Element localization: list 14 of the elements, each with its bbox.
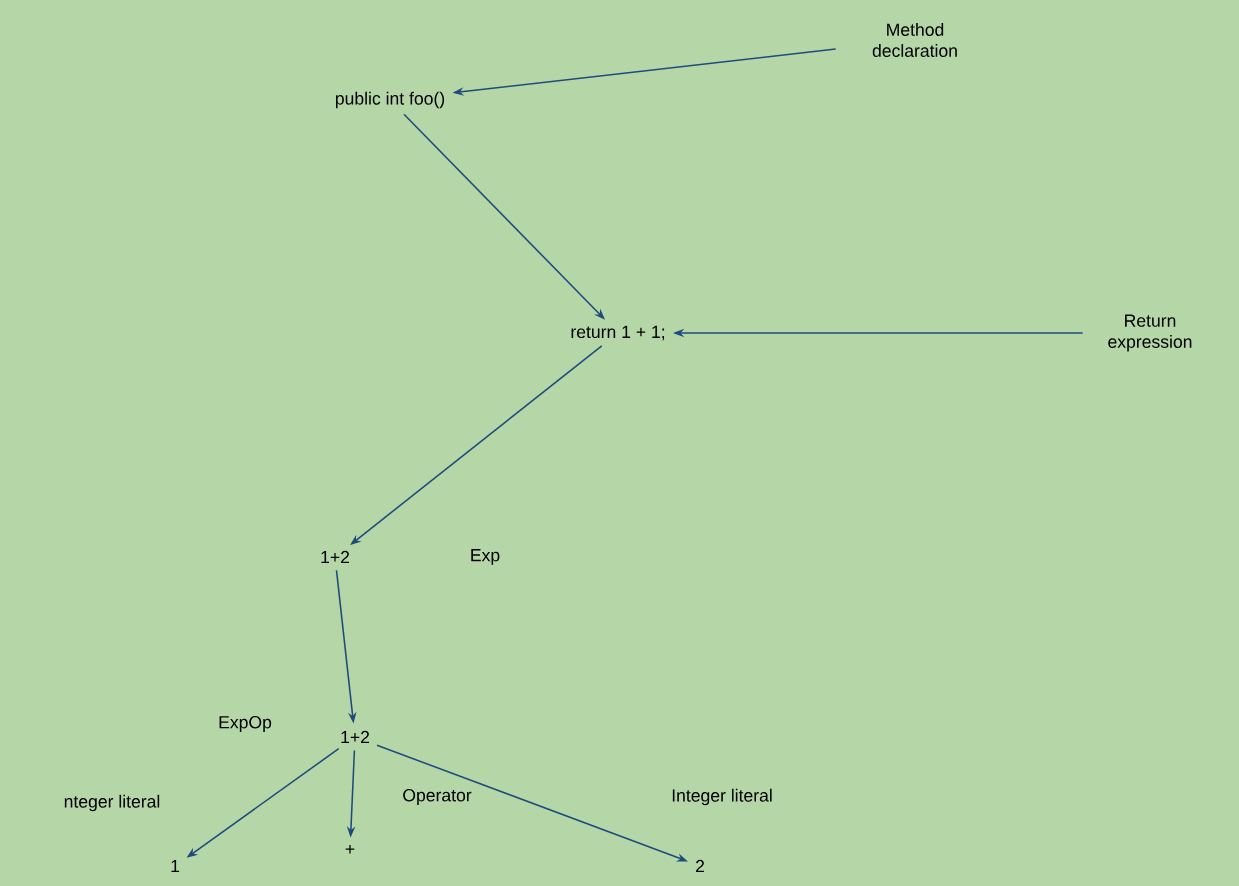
code-text: 1+2: [341, 730, 369, 744]
node-label: Integer literal: [672, 788, 772, 806]
code-text: 1+2: [321, 550, 349, 564]
node-label: ExpOp: [219, 716, 272, 732]
code-text: 2: [696, 859, 704, 873]
node-label: nteger literal: [64, 794, 160, 812]
code-text: 1: [171, 859, 180, 873]
code-text: Method declaration: [872, 23, 957, 57]
node-label: Exp: [471, 549, 500, 565]
code-text: Return expression: [1108, 314, 1192, 352]
node-label: Operator: [403, 789, 472, 805]
code-text: return 1 + 1;: [571, 325, 665, 341]
code-text: public int foo(): [335, 91, 445, 109]
code-text: +: [345, 844, 355, 854]
